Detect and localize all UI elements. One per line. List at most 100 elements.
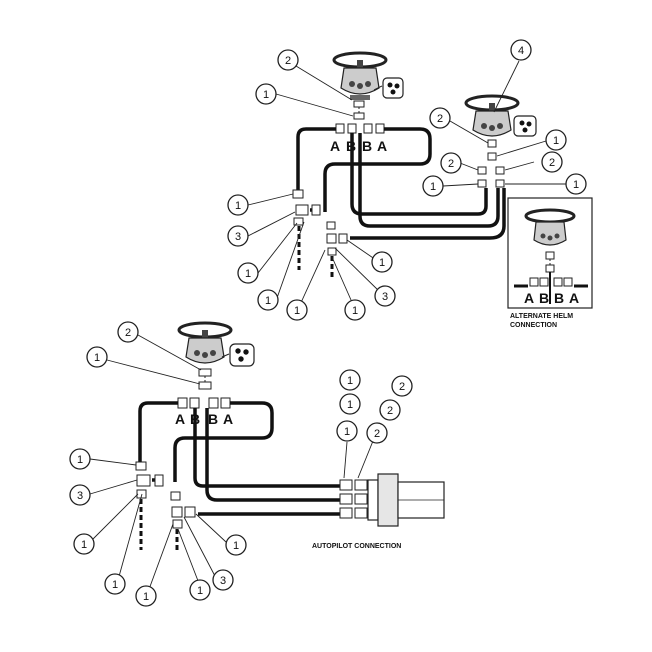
autopilot-diagram: A B B A [69, 321, 445, 607]
callout-badge: 3 [374, 285, 396, 307]
callout-badge: 3 [212, 569, 234, 591]
callout-badge: 1 [565, 173, 587, 195]
callout-badge: 1 [237, 262, 259, 284]
secondary-helm-wheel [464, 94, 520, 137]
callout-badge: 3 [227, 225, 249, 247]
svg-text:2: 2 [387, 405, 393, 417]
svg-text:1: 1 [77, 454, 83, 466]
svg-text:1: 1 [352, 305, 358, 317]
callout-badge: 2 [429, 107, 451, 129]
svg-text:1: 1 [344, 426, 350, 438]
callout-badge: 2 [440, 152, 462, 174]
svg-text:1: 1 [294, 305, 300, 317]
svg-text:1: 1 [197, 585, 203, 597]
port-label-b: B [362, 138, 372, 154]
svg-text:1: 1 [347, 375, 353, 387]
svg-text:2: 2 [448, 158, 454, 170]
secondary-helm-fittings [477, 139, 505, 188]
svg-text:2: 2 [437, 113, 443, 125]
lower-hydraulic-lines [138, 401, 340, 516]
upper-tubing-stubs [297, 226, 334, 280]
svg-text:1: 1 [347, 399, 353, 411]
svg-text:3: 3 [235, 231, 241, 243]
svg-text:2: 2 [549, 157, 555, 169]
upper-tee-fittings [292, 189, 348, 256]
callout-badge: 2 [391, 375, 413, 397]
upper-leader-lines [247, 60, 566, 310]
upper-helm-wheel [332, 51, 388, 100]
svg-text:1: 1 [81, 539, 87, 551]
svg-text:1: 1 [553, 135, 559, 147]
callout-badge: 2 [277, 49, 299, 71]
port-label-b: B [208, 411, 218, 427]
callout-badge: 1 [227, 194, 249, 216]
svg-text:4: 4 [518, 45, 524, 57]
autopilot-pump [339, 473, 445, 527]
callout-badge: 1 [371, 251, 393, 273]
callout-badge: 1 [73, 533, 95, 555]
callout-badge: 1 [336, 420, 358, 442]
port-label-a: A [330, 138, 340, 154]
callout-badge: 1 [344, 299, 366, 321]
alternate-helm-caption-line2: CONNECTION [510, 322, 557, 329]
callout-badge: 1 [339, 369, 361, 391]
callout-badge: 1 [545, 129, 567, 151]
callout-badge: 1 [69, 448, 91, 470]
port-label-a: A [569, 290, 579, 306]
svg-text:1: 1 [235, 200, 241, 212]
callout-badge: 2 [379, 399, 401, 421]
port-label-a: A [377, 138, 387, 154]
callout-badge: 1 [255, 83, 277, 105]
callout-badge: 2 [541, 151, 563, 173]
callout-badge: 1 [257, 289, 279, 311]
svg-text:3: 3 [220, 575, 226, 587]
pump-port-detail-icon [373, 77, 404, 99]
pump-port-detail-icon [513, 115, 537, 137]
callout-badge: 1 [86, 346, 108, 368]
svg-text:2: 2 [125, 327, 131, 339]
lower-leader-lines [89, 334, 376, 593]
svg-text:3: 3 [77, 490, 83, 502]
svg-text:1: 1 [94, 352, 100, 364]
svg-text:1: 1 [112, 579, 118, 591]
upper-helm-fittings [335, 100, 385, 134]
svg-text:1: 1 [143, 591, 149, 603]
lower-tubing-stubs [139, 499, 179, 552]
callout-badge: 1 [189, 579, 211, 601]
callout-badge: 1 [339, 393, 361, 415]
callout-badge: 2 [366, 422, 388, 444]
svg-text:1: 1 [263, 89, 269, 101]
port-label-a: A [175, 411, 185, 427]
svg-text:1: 1 [379, 257, 385, 269]
callout-badge: 1 [225, 534, 247, 556]
port-label-a: A [223, 411, 233, 427]
callout-badge: 3 [69, 484, 91, 506]
callout-badge: 1 [286, 299, 308, 321]
svg-text:1: 1 [430, 181, 436, 193]
svg-text:1: 1 [245, 268, 251, 280]
callout-badge: 2 [117, 321, 139, 343]
lower-helm-wheel [177, 321, 233, 364]
upper-hydraulic-lines [296, 127, 506, 240]
lower-helm-fittings [177, 368, 231, 409]
callout-badge: 1 [104, 573, 126, 595]
svg-text:1: 1 [233, 540, 239, 552]
svg-text:2: 2 [399, 381, 405, 393]
port-label-a: A [524, 290, 534, 306]
port-label-b: B [554, 290, 564, 306]
svg-text:2: 2 [285, 55, 291, 67]
alternate-helm-inset: A B B A [507, 197, 593, 309]
autopilot-caption: AUTOPILOT CONNECTION [312, 543, 401, 550]
dual-helm-diagram: A B B A [227, 39, 593, 329]
port-label-b: B [539, 290, 549, 306]
pump-port-detail-icon [221, 343, 255, 367]
alternate-helm-caption-line1: ALTERNATE HELM [510, 313, 573, 320]
svg-text:2: 2 [374, 428, 380, 440]
callout-badge: 4 [510, 39, 532, 61]
svg-text:1: 1 [265, 295, 271, 307]
svg-text:1: 1 [573, 179, 579, 191]
callout-badge: 1 [135, 585, 157, 607]
lower-tee-fittings [135, 461, 196, 529]
svg-text:3: 3 [382, 291, 388, 303]
